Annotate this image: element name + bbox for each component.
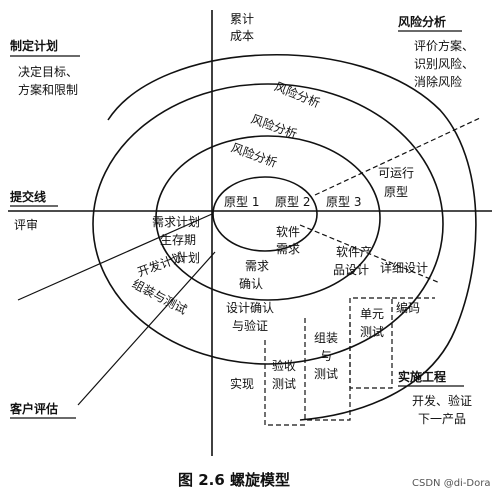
axis-top-label-2: 成本 [230, 29, 254, 43]
req-plan-label: 需求计划 [152, 215, 200, 229]
design-verify-1: 设计确认 [226, 301, 274, 315]
prototype-dashed-line [314, 117, 481, 196]
integration-2: 与 [320, 349, 332, 363]
impl-title: 实施工程 [398, 369, 446, 384]
design-dashed-line [299, 224, 441, 284]
prototype-2: 原型 2 [275, 195, 310, 209]
unit-test-1: 单元 [360, 307, 384, 321]
plan-line-2: 方案和限制 [18, 82, 78, 97]
acceptance-2: 测试 [272, 376, 296, 391]
watermark: CSDN @di-Dora [412, 478, 490, 489]
integration-3: 测试 [314, 366, 338, 381]
confirm-label: 确认 [239, 277, 263, 291]
unit-test-2: 测试 [360, 324, 384, 339]
lifecycle-plan-label: 计划 [176, 251, 200, 265]
software-label: 软件 [276, 225, 300, 239]
customer-eval-line [77, 251, 216, 406]
spiral-loop-4 [107, 53, 477, 421]
requirement-label: 需求 [276, 242, 300, 256]
spiral-loop-3 [92, 83, 444, 365]
risk-line-2: 识别风险、 [414, 56, 474, 71]
acceptance-1: 验收 [272, 358, 296, 373]
risk-title: 风险分析 [398, 14, 446, 29]
axis-top-label-1: 累计 [230, 12, 254, 26]
figure-caption: 图 2.6 螺旋模型 [178, 471, 290, 489]
implementation-label: 实现 [230, 376, 254, 391]
impl-line-2: 下一产品 [418, 412, 466, 426]
risk-line-3: 消除风险 [414, 74, 462, 89]
dev-plan-label: 开发计划 [135, 249, 185, 280]
product-design-1: 软件产 [336, 245, 372, 259]
plan-divider-line [17, 213, 213, 301]
impl-line-1: 开发、验证 [412, 393, 472, 408]
operational-prototype-2: 原型 [384, 185, 408, 199]
spiral-loop-1 [212, 176, 318, 252]
prototype-1: 原型 1 [224, 195, 259, 209]
requirement-label-2: 需求 [245, 259, 269, 273]
risk-analysis-inner: 风险分析 [229, 140, 279, 171]
detailed-design-label: 详细设计 [380, 260, 428, 275]
assembly-test-label: 组装与测试 [130, 276, 190, 317]
customer-eval-label: 客户评估 [9, 401, 58, 416]
prototype-3: 原型 3 [326, 195, 361, 209]
plan-line-1: 决定目标、 [18, 64, 78, 79]
risk-line-1: 评价方案、 [414, 38, 474, 53]
design-verify-2: 与验证 [232, 318, 268, 333]
submit-line-title: 提交线 [10, 189, 46, 204]
integration-1: 组装 [314, 331, 338, 345]
acceptance-box [264, 340, 305, 426]
risk-analysis-outer: 风险分析 [272, 78, 322, 110]
integration-box [304, 318, 351, 421]
review-label: 评审 [14, 217, 38, 232]
spiral-loop-2 [155, 135, 381, 301]
plan-title: 制定计划 [10, 38, 58, 53]
operational-prototype-1: 可运行 [378, 166, 414, 180]
coding-label: 编码 [396, 300, 420, 315]
product-design-2: 品设计 [333, 263, 369, 277]
lifecycle-label: 生存期 [160, 233, 196, 247]
